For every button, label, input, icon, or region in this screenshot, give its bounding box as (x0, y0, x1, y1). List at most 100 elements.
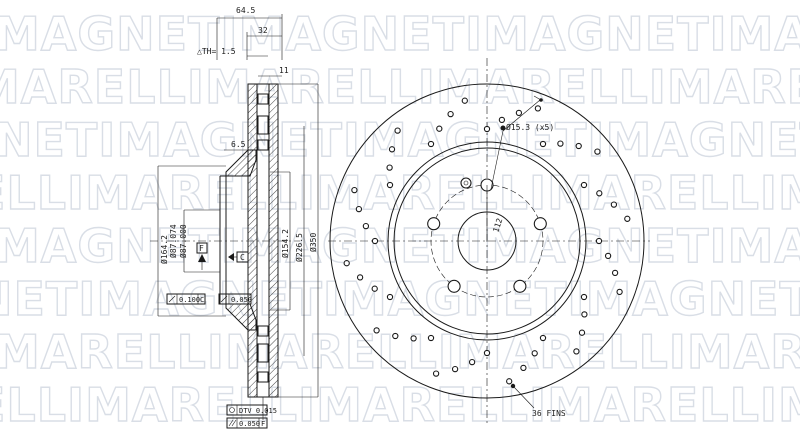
drill-hole (362, 222, 370, 230)
watermark-row: NETIMAGNETIMAGNETIMAGNETIMAG (0, 113, 800, 167)
parallelism-ref: F (261, 420, 265, 428)
drill-hole (388, 146, 396, 153)
bolt-hole (533, 217, 547, 231)
locator-hole-inner (463, 180, 469, 186)
flatness-value: 0.050 (231, 296, 252, 304)
datum-f-label: F (199, 244, 204, 253)
drill-hole (386, 181, 394, 189)
flatness-symbol-icon (220, 295, 228, 303)
drill-hole (386, 164, 393, 171)
drill-hole (596, 190, 603, 197)
drill-hole (351, 186, 358, 194)
dtv-frame (226, 404, 268, 416)
drill-hole (578, 329, 586, 336)
bolt-hole (447, 279, 461, 293)
dim-dia-1542: Ø154.2 (280, 229, 290, 258)
drill-hole (371, 285, 378, 292)
drill-hole (531, 350, 538, 357)
drill-hole (539, 140, 547, 148)
dtv-symbol-icon (229, 407, 235, 413)
drill-hole (371, 237, 379, 245)
datum-c-triangle (228, 253, 234, 261)
drill-hole (498, 116, 506, 124)
drill-hole (580, 181, 588, 189)
flatness-tolerance-frame (218, 293, 252, 305)
runout-tolerance-frame (166, 293, 206, 305)
section-vent-slots (257, 93, 269, 383)
dim-min-thickness: △TH= 1.5 (197, 47, 236, 56)
drill-hole (581, 311, 588, 318)
fins-label: 36 FINS (532, 409, 566, 418)
drill-hole (483, 125, 491, 133)
friction-ring-inner-edge (387, 141, 587, 341)
parallelism-value: 0.050 (239, 420, 260, 428)
drill-hole (616, 288, 623, 296)
runout-ref: C (200, 296, 204, 304)
friction-ring-inner-wall (247, 83, 258, 398)
drill-hole (468, 358, 476, 366)
parallelism-symbol-icon (228, 419, 237, 427)
hat-outer-edge (393, 147, 581, 335)
dim-flange: 6.5 (231, 140, 246, 149)
friction-ring-outer-wall (268, 83, 279, 398)
bolt-hole (427, 217, 441, 231)
runout-value: 0.100 (179, 296, 200, 304)
dim-dia-87000: Ø87.000 (178, 224, 188, 258)
dim-overall-width: 64.5 (236, 6, 255, 15)
drill-hole (343, 260, 350, 267)
drill-hole (392, 332, 399, 340)
drill-hole (394, 127, 401, 134)
drill-hole (595, 237, 603, 245)
drill-hole (611, 269, 619, 277)
drill-hole (373, 327, 380, 334)
drill-hole (355, 205, 363, 213)
dtv-value: DTV 0.015 (239, 407, 277, 415)
watermark-row: NETIMAGNETIMAGNETIMAGNETIMAG (0, 272, 800, 326)
drill-hole (594, 148, 601, 155)
drill-hole (427, 334, 435, 342)
drill-hole (573, 348, 580, 355)
disc-outer-edge (329, 83, 645, 399)
drilled-cross-holes (343, 97, 631, 385)
drill-hole (534, 105, 542, 112)
drill-hole (356, 274, 364, 281)
dim-dia-1642: Ø164.2 (159, 235, 169, 264)
drill-hole (483, 349, 491, 357)
drill-hole (520, 364, 527, 372)
dim-thickness: 11 (279, 66, 289, 75)
bolt-hole-callout: Ø15.3 (x5) (506, 122, 554, 132)
drill-hole (506, 378, 513, 385)
bolt-callout-leader (502, 99, 541, 132)
dim-dia-2265: Ø226.5 (294, 233, 304, 262)
pcd-label: 112 (491, 217, 504, 234)
drill-hole (436, 125, 443, 132)
drill-hole (624, 215, 631, 222)
watermark-row: MAGNETIMAGNETIMAGNETIMAGNETI (0, 219, 800, 273)
drill-hole (557, 140, 564, 147)
drill-hole (447, 110, 454, 118)
drill-hole (451, 365, 459, 373)
drill-hole (427, 140, 435, 148)
drill-hole (515, 109, 523, 117)
datum-c-label: C (240, 253, 245, 262)
datum-f-triangle (198, 254, 206, 262)
dim-hat-depth: 32 (258, 26, 268, 35)
side-section-view: 64.5 32 △TH= 1.5 11 6.5 (150, 6, 319, 429)
drill-hole (410, 335, 417, 342)
drill-hole (386, 293, 394, 301)
bolt-hole (513, 279, 527, 293)
drill-hole (610, 201, 618, 208)
drill-hole (461, 97, 468, 104)
dim-dia-350: Ø350 (308, 233, 318, 252)
runout-symbol-icon (168, 295, 176, 303)
front-view: 112 Ø15.3 (x5) 36 FINS (328, 58, 650, 425)
parallelism-frame (226, 417, 268, 429)
drill-hole (575, 142, 582, 150)
fins-leader (512, 385, 535, 409)
drill-hole (604, 252, 612, 260)
drill-hole (432, 370, 440, 377)
